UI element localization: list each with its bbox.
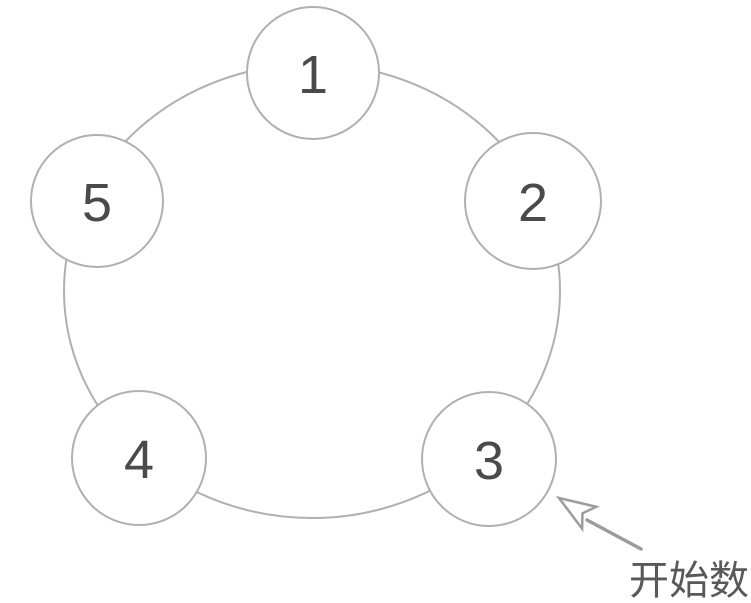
node-circle [71, 390, 207, 526]
node-4: 4 [71, 390, 207, 526]
node-2: 2 [464, 132, 602, 270]
node-1: 1 [246, 6, 380, 140]
node-label: 1 [298, 45, 328, 105]
arrow-shaft [585, 518, 643, 551]
node-circle [421, 391, 557, 527]
start-counting-label: 开始数 [629, 559, 749, 603]
start-arrow-icon [555, 495, 643, 551]
node-5: 5 [30, 134, 164, 268]
node-circle [464, 132, 602, 270]
node-label: 2 [518, 173, 548, 233]
node-label: 4 [124, 430, 154, 490]
node-label: 5 [82, 173, 112, 233]
node-label: 3 [474, 431, 504, 491]
node-circle [246, 6, 380, 140]
node-circle [30, 134, 164, 268]
arrow-head [555, 495, 601, 533]
node-3: 3 [421, 391, 557, 527]
